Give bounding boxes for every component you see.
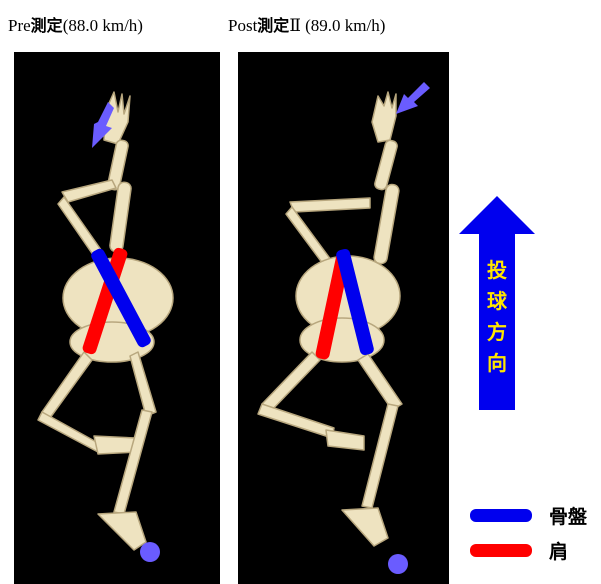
direction-char: 投球方向 [485, 255, 509, 379]
pre-skeleton-panel [14, 52, 220, 584]
upper-arm-bone [373, 184, 400, 265]
direction-char: 向 [485, 348, 509, 379]
direction-char: 方 [485, 317, 509, 348]
shin-bone-right [114, 410, 152, 514]
hand-marker-arrow [396, 82, 430, 114]
foot-bone-right [98, 512, 146, 550]
pre-skeleton-image [14, 52, 220, 584]
glove-arm-bone [290, 198, 370, 212]
foot-bone [326, 430, 364, 450]
shin-bone [38, 412, 100, 452]
upper-arm-bone [109, 182, 132, 253]
thigh-bone [262, 352, 320, 412]
shin-bone-right [362, 404, 398, 508]
thigh-bone-right [358, 354, 402, 410]
post-measurement-caption: Post測定Ⅱ (89.0 km/h) [228, 12, 385, 36]
forearm-bone [374, 139, 399, 190]
foot-marker [388, 554, 408, 574]
legend-shoulder-label: 肩 [549, 537, 568, 564]
post-skeleton-image [238, 52, 449, 584]
shin-bone [258, 404, 334, 438]
glove-arm-bone [62, 180, 116, 202]
throw-direction-label: 投球方向 [485, 255, 509, 379]
thigh-bone-right [130, 352, 156, 416]
direction-char: 球 [485, 286, 509, 317]
legend-shoulder-swatch [470, 544, 532, 557]
legend-pelvis-swatch [470, 509, 532, 522]
legend-pelvis-label: 骨盤 [549, 502, 587, 529]
foot-bone-right [342, 508, 388, 546]
thigh-bone [42, 352, 92, 418]
pre-measurement-caption: Pre測定(88.0 km/h) [8, 12, 143, 36]
hand-bone [372, 92, 396, 142]
direction-char: 投 [485, 255, 509, 286]
foot-marker [140, 542, 160, 562]
post-skeleton-panel [238, 52, 449, 584]
